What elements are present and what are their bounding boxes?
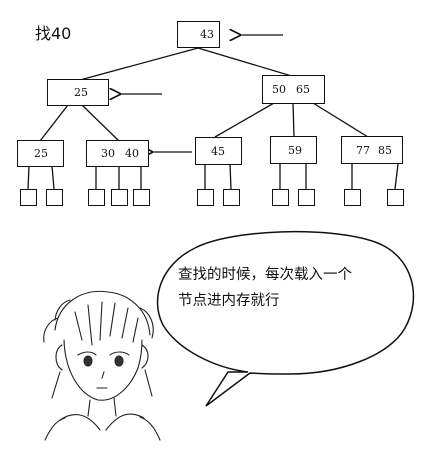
node-key: 50 bbox=[272, 83, 286, 96]
leaf-box bbox=[197, 189, 214, 206]
speech-line-2: 节点进内存就行 bbox=[178, 293, 280, 309]
speech-bubble bbox=[156, 230, 415, 407]
node-key: 30 bbox=[101, 147, 115, 160]
node-key: 77 bbox=[356, 143, 370, 157]
edge-root-right bbox=[197, 47, 296, 78]
node-key: 59 bbox=[288, 143, 302, 157]
edge-l1right-e bbox=[312, 102, 369, 138]
node-key: 40 bbox=[125, 147, 139, 160]
node-key: 65 bbox=[296, 83, 310, 96]
edge-root-left bbox=[79, 47, 199, 81]
diagram-title: 找40 bbox=[35, 24, 72, 43]
leaf-box bbox=[133, 189, 150, 206]
node-key: 43 bbox=[200, 28, 214, 41]
edge-l1right-c bbox=[214, 102, 275, 138]
tree-node-l2-e: 77 85 bbox=[341, 136, 403, 164]
speech-text: 查找的时候，每次载入一个 节点进内存就行 bbox=[178, 262, 408, 314]
tree-node-l2-b: 30 40 bbox=[86, 140, 149, 167]
node-key: 45 bbox=[211, 144, 225, 158]
node-key: 25 bbox=[34, 147, 48, 160]
leaf-box bbox=[223, 189, 240, 206]
leaf-box bbox=[387, 189, 404, 206]
tree-node-l2-d: 59 bbox=[270, 136, 317, 164]
leaf-box bbox=[88, 189, 105, 206]
tree-node-l1-left: 25 bbox=[47, 79, 109, 106]
tree-node-l1-right: 50 65 bbox=[262, 75, 325, 104]
leaf-box bbox=[46, 189, 63, 206]
leaf-box bbox=[272, 189, 289, 206]
leaf-box bbox=[111, 189, 128, 206]
edge-l1right-d bbox=[292, 102, 295, 138]
speech-line-1: 查找的时候，每次载入一个 bbox=[178, 267, 352, 283]
edge-l1left-b bbox=[81, 104, 120, 142]
leaf-box bbox=[344, 189, 361, 206]
character-illustration bbox=[43, 290, 161, 441]
tree-node-l2-c: 45 bbox=[195, 137, 242, 165]
leaf-box bbox=[20, 189, 37, 206]
tree-node-root: 43 bbox=[177, 21, 220, 48]
node-key: 25 bbox=[74, 86, 88, 99]
edge-l1left-a bbox=[39, 104, 69, 142]
node-key: 85 bbox=[378, 143, 392, 157]
tree-node-l2-a: 25 bbox=[17, 140, 64, 167]
leaf-box bbox=[298, 189, 315, 206]
